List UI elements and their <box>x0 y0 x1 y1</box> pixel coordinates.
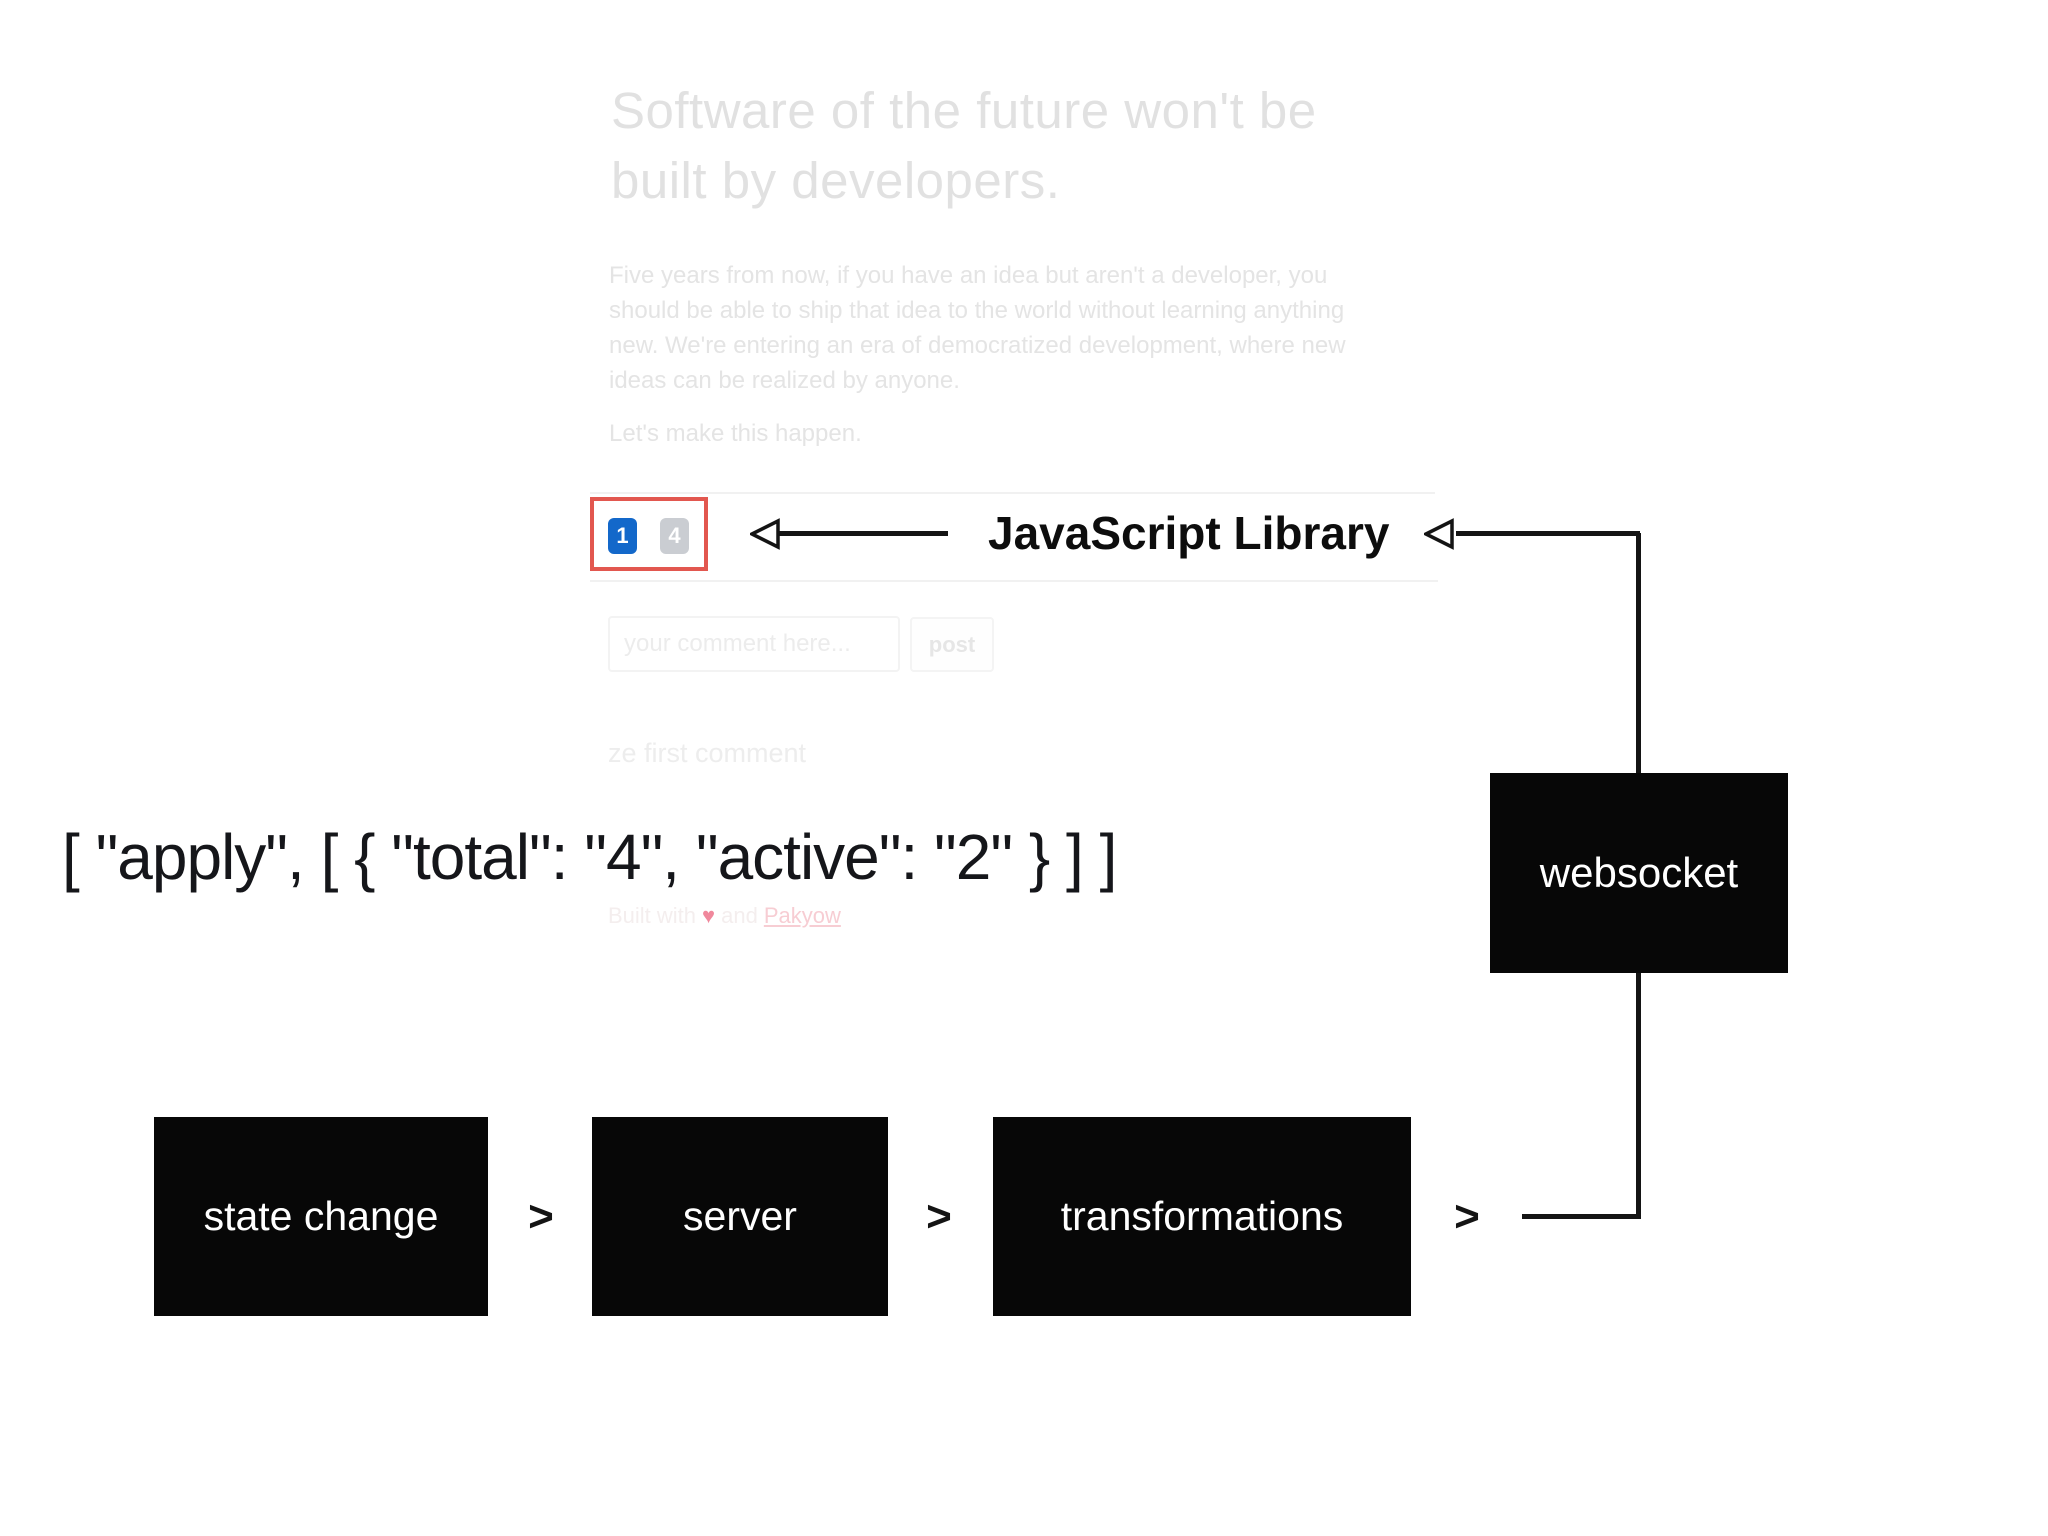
intro-paragraph: Five years from now, if you have an idea… <box>609 258 1346 398</box>
cta-text: Let's make this happen. <box>609 420 862 447</box>
connector-websocket-up <box>1636 533 1641 774</box>
paragraph-line: Five years from now, if you have an idea… <box>609 262 1328 289</box>
comment-placeholder: your comment here... <box>624 630 851 657</box>
page-title-line2: built by developers. <box>611 152 1061 209</box>
flow-chevron-icon: > <box>1454 1192 1480 1241</box>
heart-icon: ♥ <box>702 903 716 928</box>
paragraph-line: new. We're entering an era of democratiz… <box>609 332 1346 359</box>
arrowhead-left-icon <box>750 518 780 550</box>
counter-badge-total[interactable]: 4 <box>660 518 689 554</box>
page-title-line1: Software of the future won't be <box>611 82 1317 139</box>
connector-flow-elbow <box>1522 1214 1641 1219</box>
flow-node-label: server <box>683 1193 797 1239</box>
flow-node-label: transformations <box>1060 1193 1344 1239</box>
divider-bottom <box>590 580 1438 582</box>
arrow-line-to-badges <box>778 531 948 536</box>
flow-node-transformations: transformations <box>993 1117 1411 1316</box>
websocket-message-json: [ "apply", [ { "total": "4", "active": "… <box>62 821 1117 893</box>
post-button[interactable]: post <box>910 617 994 672</box>
flow-chevron-icon: > <box>528 1192 554 1241</box>
divider-top <box>590 492 1435 494</box>
flow-node-server: server <box>592 1117 888 1316</box>
arrow-line-from-websocket <box>1456 531 1640 536</box>
websocket-node: websocket <box>1490 773 1788 973</box>
pakyow-link[interactable]: Pakyow <box>763 903 841 928</box>
javascript-library-label: JavaScript Library <box>988 507 1390 559</box>
paragraph-line: should be able to ship that idea to the … <box>609 297 1345 324</box>
websocket-label: websocket <box>1539 849 1739 896</box>
comment-input[interactable]: your comment here... <box>608 616 900 672</box>
paragraph-line: ideas can be realized by anyone. <box>609 367 960 394</box>
flow-chevron-icon: > <box>926 1192 952 1241</box>
footer-prefix: Built with <box>608 903 697 928</box>
connector-websocket-down <box>1636 973 1641 1219</box>
flow-node-state-change: state change <box>154 1117 488 1316</box>
first-comment-text: ze first comment <box>608 738 807 768</box>
page-title: Software of the future won't be built by… <box>611 76 1317 216</box>
flow-node-label: state change <box>203 1193 439 1239</box>
arrowhead-right-icon <box>1424 518 1454 550</box>
counter-badge-active[interactable]: 1 <box>608 518 637 554</box>
footer-middle: and <box>721 903 758 928</box>
highlight-red-box: 1 4 <box>590 497 708 571</box>
